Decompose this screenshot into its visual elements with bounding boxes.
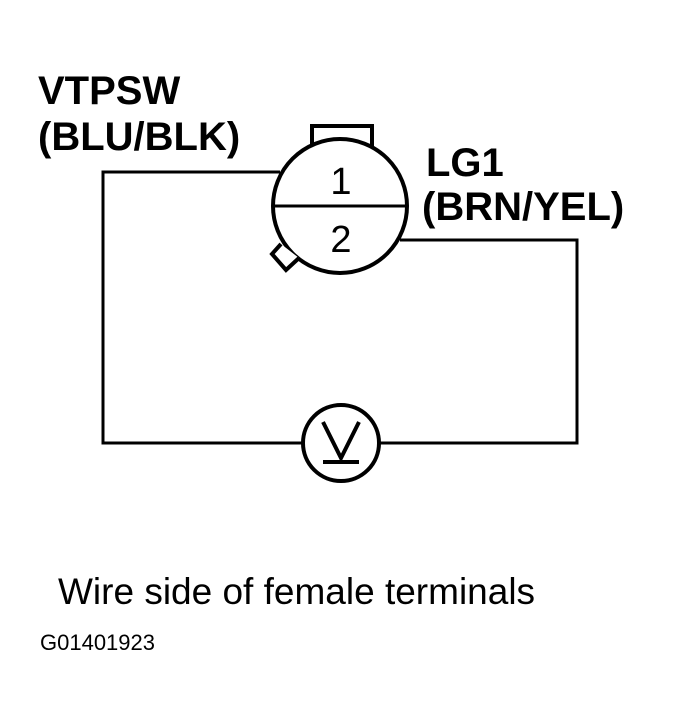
right-wire: [378, 238, 579, 445]
left-wire: [101, 170, 304, 445]
connector: 1 2: [269, 124, 409, 275]
pin-2-label: 2: [330, 219, 351, 261]
left-circuit-name: VTPSW: [38, 69, 180, 113]
connector-key-notch: [269, 242, 301, 273]
right-circuit-name: LG1: [426, 141, 504, 185]
right-wire-color: (BRN/YEL): [422, 185, 624, 229]
diagram-caption: Wire side of female terminals: [58, 571, 535, 612]
left-wire-color: (BLU/BLK): [38, 115, 240, 159]
figure-code: G01401923: [40, 630, 155, 655]
pin-1-label: 1: [330, 161, 351, 203]
voltmeter-icon: [301, 403, 381, 483]
